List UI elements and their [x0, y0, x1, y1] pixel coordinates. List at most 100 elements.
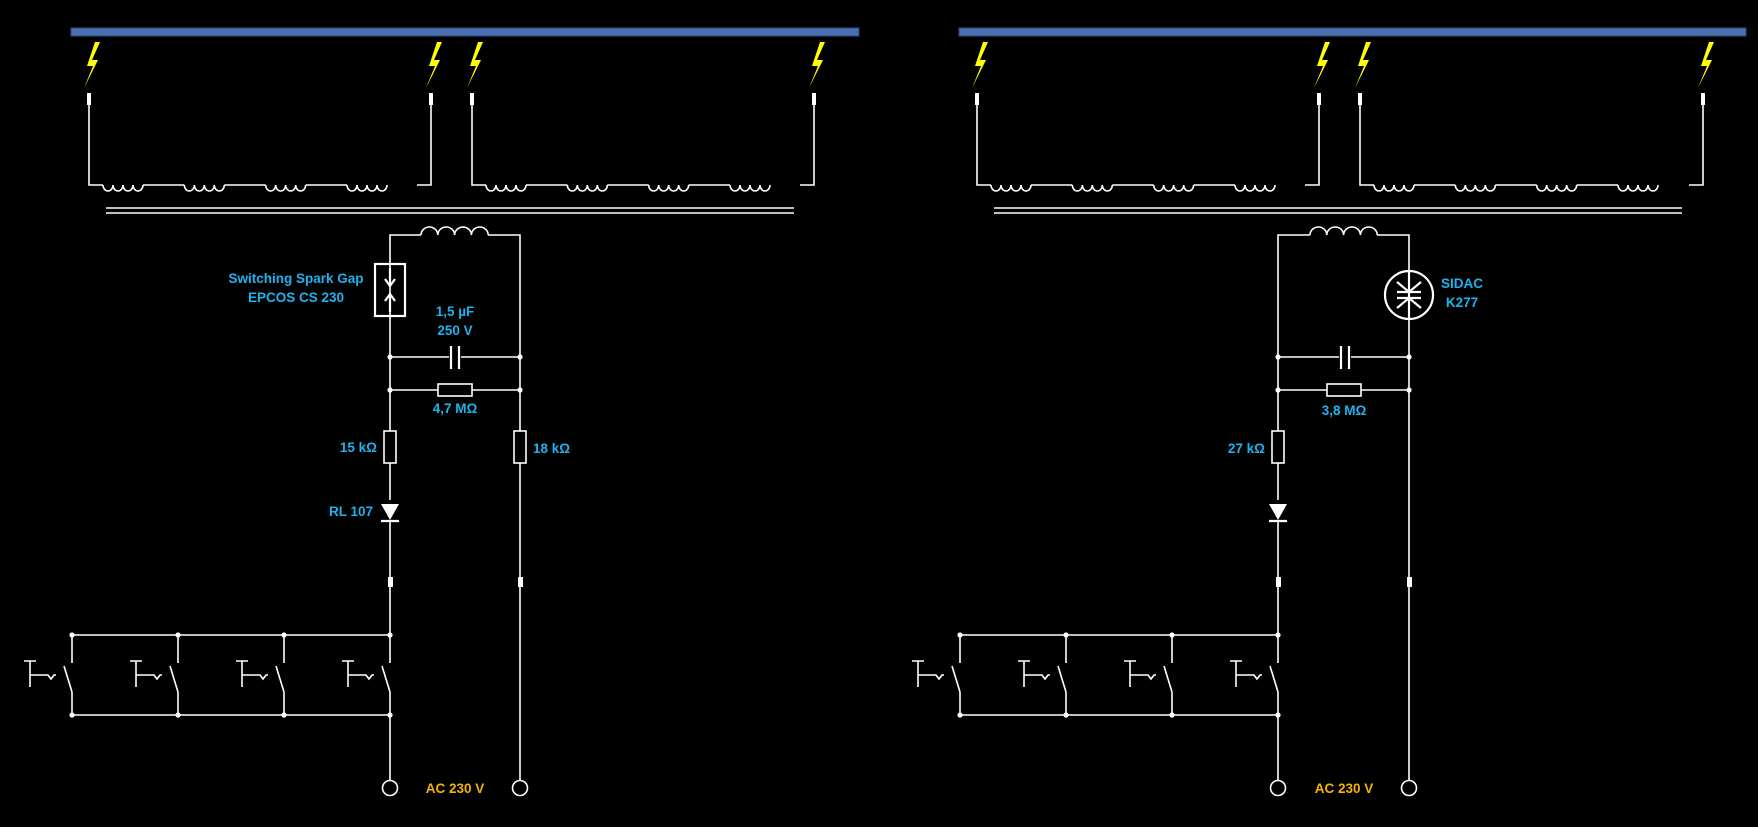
secondary-lead	[1689, 98, 1704, 186]
spark-gap-label: Switching Spark Gap	[228, 271, 363, 286]
junction-dot	[1063, 632, 1069, 638]
push-button-switch-icon	[1230, 660, 1262, 687]
push-button-switch-icon	[24, 660, 56, 687]
junction-dot	[957, 632, 963, 638]
switch-bus	[960, 634, 1278, 716]
winding-loops	[485, 184, 527, 192]
switch-bus	[72, 634, 390, 716]
lightning-bolt-icon	[426, 42, 442, 88]
switch-contact	[1269, 665, 1279, 693]
resistor-wire	[389, 355, 521, 391]
primary-lead	[1277, 234, 1310, 355]
lightning-bolt-icon	[809, 42, 825, 88]
junction-dot	[387, 354, 393, 360]
primary-winding	[420, 226, 489, 236]
connector-icon	[388, 577, 393, 587]
lightning-bolt-icon	[467, 42, 483, 88]
switch-contact	[275, 665, 285, 693]
secondary-windings	[102, 184, 771, 192]
winding-loops	[729, 184, 771, 192]
diode-icon	[381, 504, 399, 520]
left-circuit: Switching Spark Gap EPCOS CS 230 1,5 µF …	[24, 27, 860, 797]
primary-lead	[1377, 234, 1410, 355]
secondary-windings	[990, 184, 1659, 192]
switch-contact	[951, 665, 961, 693]
connector-icon	[518, 577, 523, 587]
junction-dot	[1275, 387, 1281, 393]
lightning-bolt-icon	[1698, 42, 1714, 88]
junction-dot	[1275, 632, 1281, 638]
winding-loops	[990, 184, 1032, 192]
push-button-switch-icon	[1018, 660, 1050, 687]
capacitor-value: 1,5 µF	[436, 304, 475, 319]
secondary-lead	[471, 98, 486, 186]
secondary-lead	[800, 98, 815, 186]
sidac-icon	[1383, 269, 1435, 321]
junction-dot	[175, 712, 181, 718]
parallel-resistor-label: 3,8 MΩ	[1322, 403, 1367, 418]
junction-dot	[517, 387, 523, 393]
lightning-bolt-icon	[1314, 42, 1330, 88]
push-button-switch-icon	[1124, 660, 1156, 687]
winding-loops	[1617, 184, 1659, 192]
lightning-bolt-icon	[84, 42, 100, 88]
series-resistor-label: 15 kΩ	[340, 440, 377, 455]
series-resistor-label: 27 kΩ	[1228, 441, 1265, 456]
winding-loops	[1071, 184, 1114, 192]
winding-loops	[1535, 184, 1578, 192]
secondary-lead	[88, 98, 103, 186]
secondary-lead	[1359, 98, 1374, 186]
secondary-lead	[1305, 98, 1320, 186]
junction-dot	[281, 632, 287, 638]
primary-winding	[1309, 226, 1378, 236]
junction-dot	[1275, 354, 1281, 360]
junction-dot	[281, 712, 287, 718]
right-circuit: SIDAC K277 3,8 MΩ 27 kΩ AC 230 V	[912, 27, 1747, 797]
capacitor-voltage: 250 V	[437, 323, 472, 338]
winding-loops	[647, 184, 690, 192]
resistor-icon	[1326, 383, 1362, 397]
spark-gap-model: EPCOS CS 230	[248, 290, 344, 305]
junction-dot	[1169, 712, 1175, 718]
push-button-switch-icon	[130, 660, 162, 687]
sidac-model: K277	[1446, 295, 1478, 310]
resistor-wire	[1277, 355, 1410, 391]
push-button-switch-icon	[236, 660, 268, 687]
right-resistor-label: 18 kΩ	[533, 441, 570, 456]
supply-terminal-icon	[1269, 779, 1287, 797]
junction-dot	[1063, 712, 1069, 718]
junction-dot	[1169, 632, 1175, 638]
connector-icon	[1407, 577, 1412, 587]
junction-dot	[175, 632, 181, 638]
push-button-switches	[24, 632, 393, 718]
junction-dot	[69, 712, 75, 718]
switch-contact	[1057, 665, 1067, 693]
switch-contact	[169, 665, 179, 693]
spark-gap-icon	[373, 262, 407, 318]
connector-icon	[1276, 577, 1281, 587]
winding-loops	[1373, 184, 1415, 192]
winding-loops	[1234, 184, 1276, 192]
lightning-bolt-icon	[1355, 42, 1371, 88]
electrode-bar	[70, 27, 860, 37]
switch-contact	[63, 665, 73, 693]
winding-loops	[183, 184, 226, 192]
winding-loops	[346, 184, 388, 192]
switch-contact	[381, 665, 391, 693]
junction-dot	[517, 354, 523, 360]
winding-loops	[566, 184, 609, 192]
junction-dot	[1406, 387, 1412, 393]
winding-loops	[1152, 184, 1195, 192]
resistor-icon	[1271, 430, 1285, 464]
diode-label: RL 107	[329, 504, 373, 519]
secondary-lead	[417, 98, 432, 186]
push-button-switch-icon	[342, 660, 374, 687]
winding-loops	[1454, 184, 1497, 192]
supply-terminal-icon	[511, 779, 529, 797]
supply-label: AC 230 V	[1315, 781, 1374, 796]
sidac-label: SIDAC	[1441, 276, 1483, 291]
resistor-icon	[383, 430, 397, 464]
